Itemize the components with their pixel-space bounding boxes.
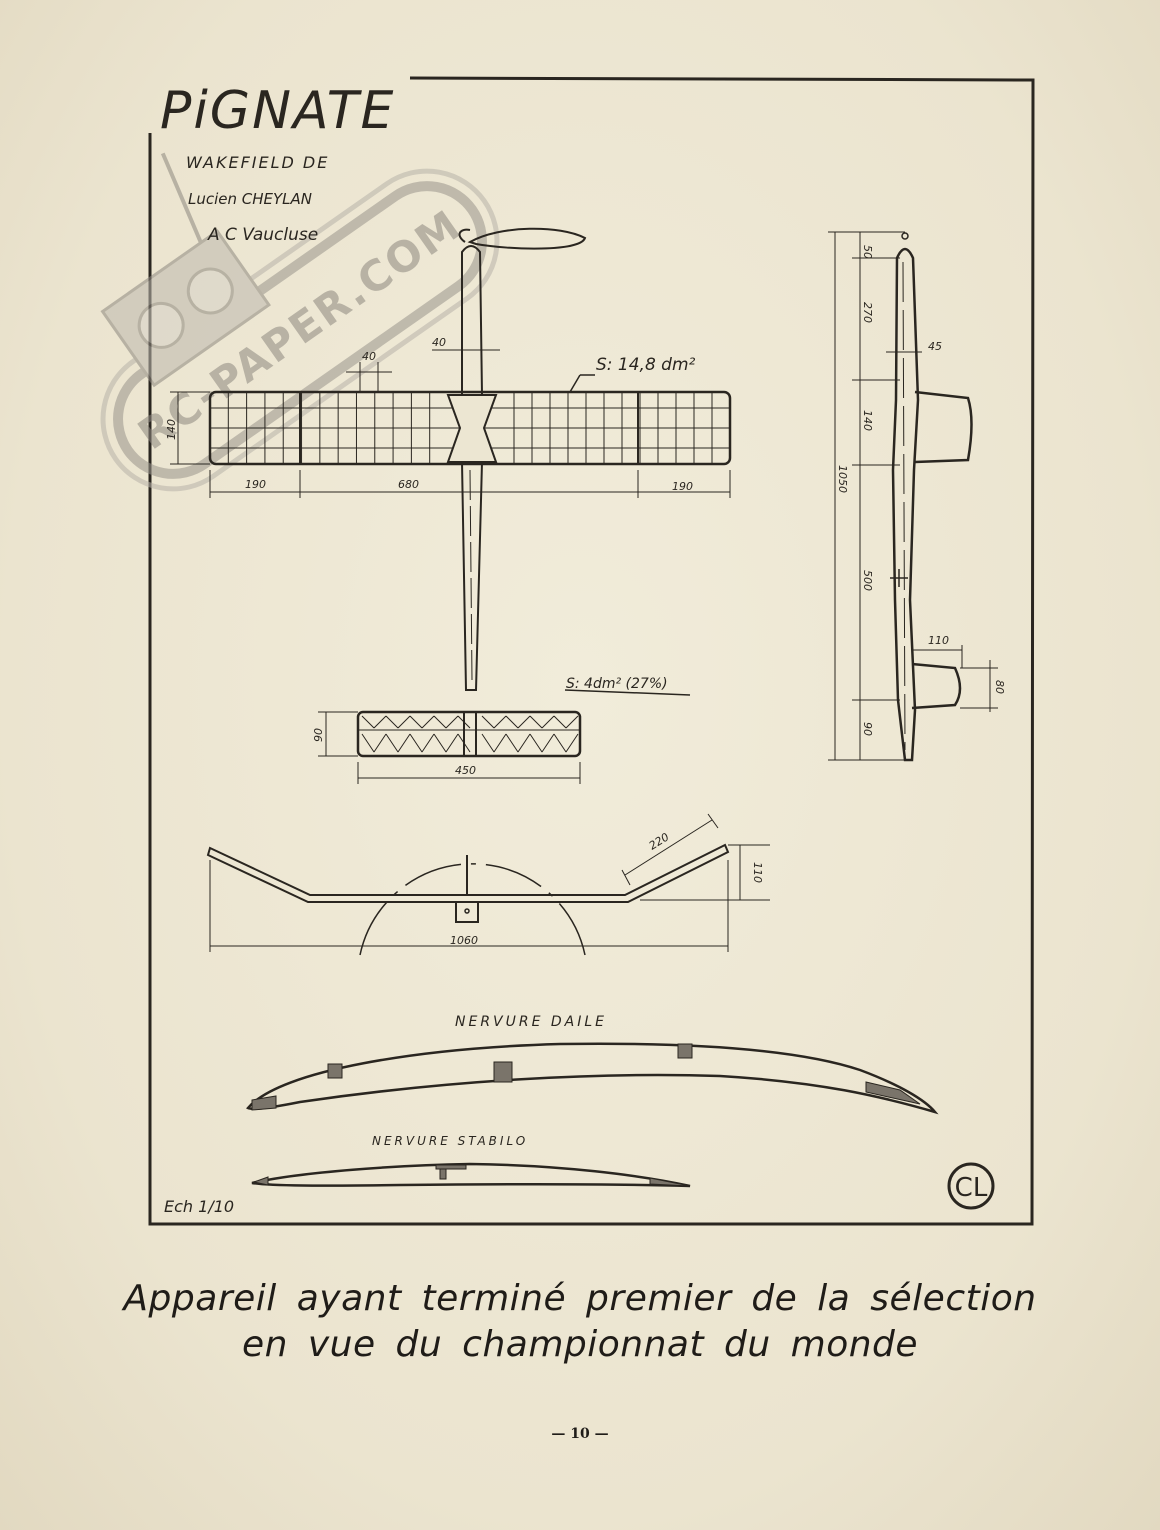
- wing-rib-profile: [246, 1042, 939, 1115]
- caption-line-1: Appareil ayant terminé premier de la sél…: [123, 1278, 1037, 1319]
- title-line-3: A C Vaucluse: [207, 225, 318, 245]
- rib-spacing-40: 40: [362, 350, 376, 363]
- title-line-2: Lucien CHEYLAN: [188, 190, 312, 208]
- stab-area-label: S: 4dm² (27%): [566, 676, 668, 692]
- top-view: [170, 227, 732, 784]
- side-dim-500: 500: [861, 570, 874, 591]
- side-dim-50: 50: [861, 245, 874, 259]
- page-number: — 10 —: [551, 1426, 609, 1442]
- title-line-1: WAKEFIELD DE: [186, 153, 329, 172]
- stab-chord-90: 90: [312, 728, 325, 742]
- wing-chord-140: 140: [165, 419, 178, 440]
- side-dim-270: 270: [861, 302, 874, 323]
- side-dim-140: 140: [861, 410, 874, 431]
- front-view: [206, 813, 770, 956]
- side-view: [828, 231, 998, 762]
- front-span-1060: 1060: [450, 934, 478, 947]
- front-tip-220: 220: [647, 830, 672, 852]
- pylon-40: 40: [432, 336, 446, 349]
- plan-title: PiGNATE: [160, 81, 395, 141]
- wing-area-label: S: 14,8 dm²: [596, 355, 696, 375]
- side-dim-110: 110: [928, 634, 949, 647]
- side-dim-90: 90: [861, 722, 874, 736]
- wing-dim-190-left: 190: [245, 478, 266, 491]
- stab-rib-label: NERVURE STABILO: [372, 1134, 528, 1148]
- monogram-badge: CL: [947, 1162, 995, 1210]
- side-dim-45: 45: [928, 340, 942, 353]
- caption-line-2: en vue du championnat du monde: [241, 1324, 919, 1365]
- side-dim-80: 80: [993, 680, 1006, 694]
- monogram-text: CL: [955, 1173, 988, 1203]
- wing-dim-680: 680: [398, 478, 419, 491]
- front-dihedral-110: 110: [751, 862, 764, 883]
- transmitter-icon: [100, 152, 271, 388]
- scale-label: Ech 1/10: [164, 1197, 234, 1216]
- stab-span-450: 450: [455, 764, 476, 777]
- side-dim-1050: 1050: [836, 465, 849, 493]
- stab-rib-profile: [251, 1162, 691, 1188]
- plan-border: [148, 76, 1035, 1226]
- wing-rib-label: NERVURE DAILE: [455, 1014, 607, 1030]
- wing-dim-190-right: 190: [672, 480, 693, 493]
